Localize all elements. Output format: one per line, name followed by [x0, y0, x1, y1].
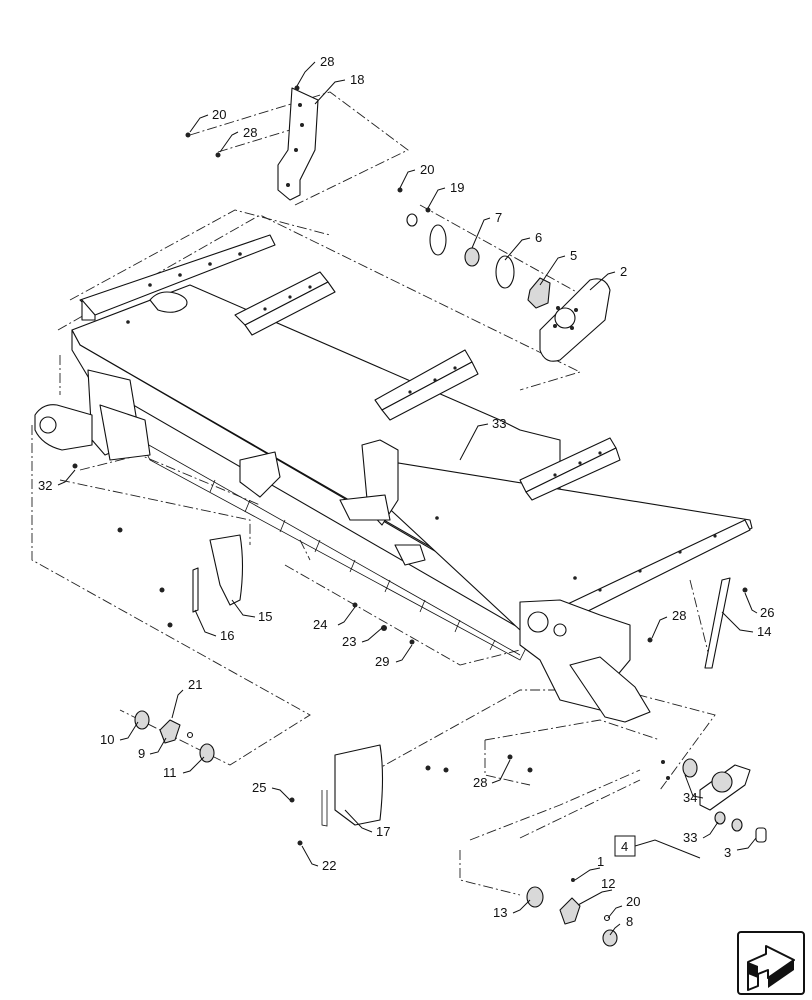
hardware-dots	[72, 85, 748, 882]
callout-18: 18	[350, 72, 364, 87]
main-frame	[34, 234, 753, 723]
callout-20-c: 20	[626, 894, 640, 909]
hub-stack	[406, 213, 551, 309]
callout-20-b: 20	[420, 162, 434, 177]
callout-21: 21	[188, 677, 202, 692]
callout-12: 12	[601, 876, 615, 891]
callout-2: 2	[620, 264, 627, 279]
callout-16: 16	[220, 628, 234, 643]
callout-8: 8	[626, 914, 633, 929]
bracket-18	[277, 87, 319, 201]
callout-25: 23	[342, 634, 356, 649]
callout-28-b: 28	[473, 775, 487, 790]
callout-19: 19	[450, 180, 464, 195]
callout-7: 7	[495, 210, 502, 225]
callout-14: 14	[757, 624, 771, 639]
callout-17: 17	[376, 824, 390, 839]
callout-23: 25	[252, 780, 266, 795]
callout-6: 6	[535, 230, 542, 245]
bearing-set-right	[682, 758, 767, 843]
callout-22: 22	[322, 858, 336, 873]
bearing-set-left	[134, 710, 215, 763]
callout-27: 28	[672, 608, 686, 623]
callout-9: 9	[138, 746, 145, 761]
callout-30: 28	[320, 54, 334, 69]
callout-5: 5	[570, 248, 577, 263]
shield-17	[321, 744, 384, 827]
next-page-arrow-icon[interactable]	[737, 931, 805, 995]
callout-24: 26	[760, 605, 774, 620]
callout-15: 15	[258, 609, 272, 624]
callout-13: 13	[493, 905, 507, 920]
callout-3: 3	[724, 845, 731, 860]
callout-33: 33	[683, 830, 697, 845]
callout-labels: 28 18 20 28 20 19 7 6 5 2 33 32 15 16 24…	[38, 54, 774, 929]
callout-26: 24	[313, 617, 327, 632]
callout-32: 33	[492, 416, 506, 431]
callout-34: 34	[683, 790, 697, 805]
callout-1: 1	[597, 854, 604, 869]
callout-31: 32	[38, 478, 52, 493]
callout-11: 11	[163, 765, 177, 780]
strip-14	[704, 577, 731, 669]
callout-29: 29	[375, 654, 389, 669]
callout-20-a: 20	[212, 107, 226, 122]
callout-4-box	[614, 835, 636, 857]
leader-lines	[57, 61, 758, 936]
callout-28-a: 28	[243, 125, 257, 140]
bearing-set-bottom	[526, 886, 618, 947]
callout-10: 10	[100, 732, 114, 747]
guard-15-16	[192, 534, 244, 613]
callout-4: 4	[621, 839, 628, 854]
bearing-plate-2	[539, 278, 611, 362]
